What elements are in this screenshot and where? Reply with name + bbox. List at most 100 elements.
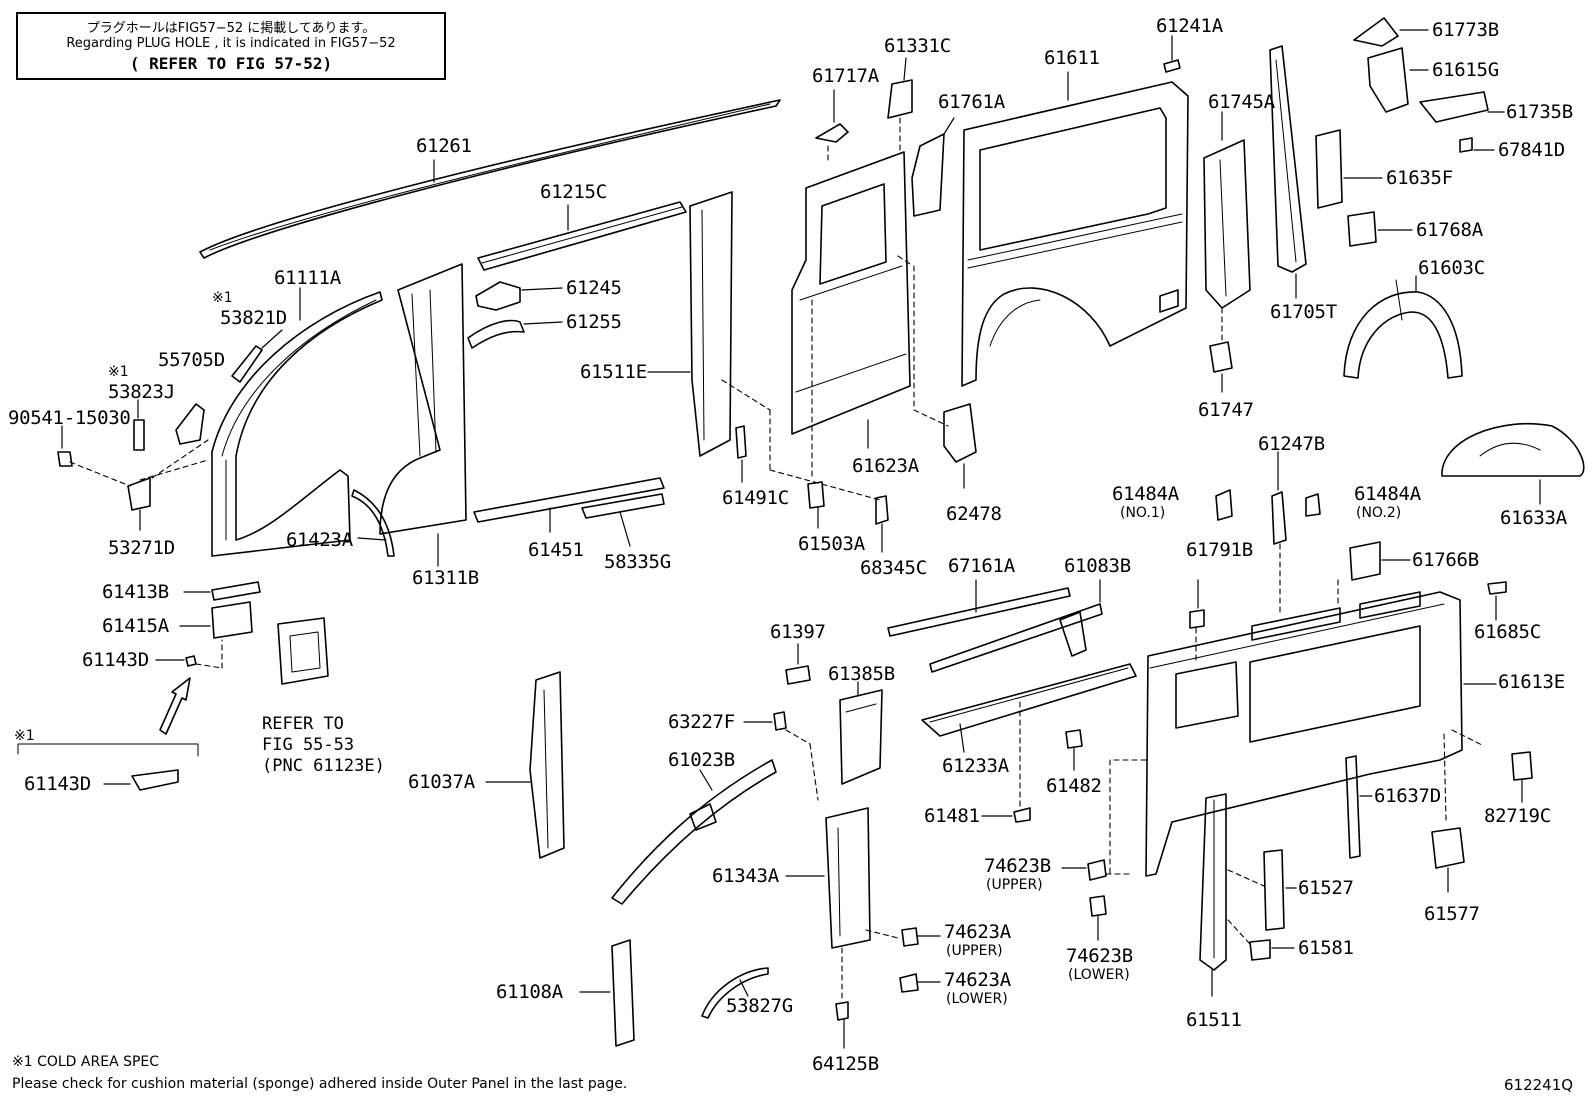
label-74623B-upper: 74623B (984, 855, 1051, 877)
part-74623B-upper (1087, 859, 1107, 881)
notice-ref: ( REFER TO FIG 57-52) (129, 54, 333, 73)
label-74623B-lower: 74623B (1066, 945, 1133, 967)
label-61484A-no1-sub: (NO.1) (1120, 505, 1166, 521)
part-61766B (1349, 541, 1381, 581)
part-82719C (1511, 751, 1533, 781)
label-61343A: 61343A (712, 865, 779, 887)
label-68345C: 68345C (860, 557, 927, 579)
label-61413B: 61413B (102, 581, 169, 603)
part-53823J-clip (133, 419, 145, 451)
part-61577 (1431, 827, 1465, 869)
notice-jp: プラグホールはFIG57−52 に掲載してあります。 (86, 21, 376, 36)
label-61023B: 61023B (668, 749, 735, 771)
figure-code: 612241Q (1504, 1076, 1574, 1094)
label-61511: 61511 (1186, 1009, 1242, 1031)
label-61581: 61581 (1298, 937, 1354, 959)
part-61717A (815, 123, 849, 143)
insert-direction-arrow (159, 677, 191, 735)
part-53827G (701, 967, 769, 1019)
label-61247B: 61247B (1258, 433, 1325, 455)
part-53821D-55705D (231, 345, 263, 383)
part-61415A (211, 601, 253, 639)
label-53271D: 53271D (108, 537, 175, 559)
label-61611: 61611 (1044, 47, 1100, 69)
label-61637D: 61637D (1374, 785, 1441, 807)
label-61717A: 61717A (812, 65, 879, 87)
part-61423A (351, 489, 395, 557)
part-61385B (839, 689, 883, 785)
label-61111A: 61111A (274, 267, 341, 289)
label-74623B-lower-sub: (LOWER) (1068, 967, 1130, 983)
label-61241A: 61241A (1156, 15, 1223, 37)
label-61255: 61255 (566, 311, 622, 333)
label-61633A: 61633A (1500, 507, 1567, 529)
part-61581 (1249, 939, 1271, 961)
label-61481: 61481 (924, 805, 980, 827)
label-61233A: 61233A (942, 755, 1009, 777)
cushion-note: Please check for cushion material (spong… (12, 1076, 628, 1092)
notice-en: Regarding PLUG HOLE , it is indicated in… (66, 36, 396, 51)
part-61747 (1209, 341, 1233, 373)
label-61484A-no2: 61484A (1354, 483, 1421, 505)
label-61761A: 61761A (938, 91, 1005, 113)
part-61705T (1269, 45, 1307, 273)
part-61633A (1441, 422, 1585, 477)
door-lock-reference (277, 617, 329, 685)
part-53271D (127, 477, 151, 511)
label-74623A-upper-sub: (UPPER) (946, 943, 1003, 959)
label-61311B: 61311B (412, 567, 479, 589)
part-61247B (1271, 491, 1287, 545)
part-61615G (1367, 47, 1409, 113)
part-61635F (1315, 129, 1343, 209)
part-61331C (887, 79, 913, 119)
label-61745A: 61745A (1208, 91, 1275, 113)
label-62478: 62478 (946, 503, 1002, 525)
label-61503A: 61503A (798, 533, 865, 555)
label-61215C: 61215C (540, 181, 607, 203)
part-68345C (875, 495, 889, 525)
part-61611 (961, 81, 1189, 387)
label-61735B: 61735B (1506, 101, 1573, 123)
part-90541-15030 (57, 451, 73, 467)
label-61037A: 61037A (408, 771, 475, 793)
label-61603C: 61603C (1418, 257, 1485, 279)
part-61261-roof-rail (199, 99, 781, 259)
label-82719C: 82719C (1484, 805, 1551, 827)
part-64125B (835, 1001, 849, 1021)
label-74623B-upper-sub: (UPPER) (986, 877, 1043, 893)
part-63227F (773, 711, 787, 731)
label-74623A-lower-sub: (LOWER) (946, 991, 1008, 1007)
part-67841D (1459, 137, 1473, 153)
part-61613E (1145, 591, 1463, 877)
label-61773B: 61773B (1432, 19, 1499, 41)
cold-area-note: ※1 COLD AREA SPEC (12, 1054, 160, 1070)
part-61143D (185, 655, 197, 667)
label-61423A: 61423A (286, 529, 353, 551)
label-74623A-lower: 74623A (944, 969, 1011, 991)
label-53827G: 53827G (726, 995, 793, 1017)
cold-marker: ※1 (212, 290, 233, 306)
part-61481 (1013, 807, 1031, 823)
label-64125B: 64125B (812, 1053, 879, 1075)
part-61768A (1347, 211, 1377, 247)
part-61482 (1065, 729, 1083, 749)
part-74623A-upper (901, 927, 919, 947)
part-61491C (735, 425, 747, 459)
part-61215C (477, 201, 687, 271)
label-61623A: 61623A (852, 455, 919, 477)
label-61245: 61245 (566, 277, 622, 299)
label-61615G: 61615G (1432, 59, 1499, 81)
part-61735B (1419, 91, 1489, 123)
part-61484A-no1 (1215, 489, 1233, 521)
label-61143D: 61143D (82, 649, 149, 671)
part-61527 (1263, 849, 1285, 931)
part-61397 (785, 665, 811, 685)
part-67161A (887, 587, 1071, 637)
refer-fig-55-53: REFER TO FIG 55-53 (PNC 61123E) (262, 714, 385, 776)
cold-marker: ※1 (108, 364, 129, 380)
label-61511E: 61511E (580, 361, 647, 383)
label-61484A-no2-sub: (NO.2) (1356, 505, 1402, 521)
part-61108A (611, 939, 635, 1047)
part-61241A (1163, 59, 1181, 73)
part-61451 (473, 477, 665, 523)
